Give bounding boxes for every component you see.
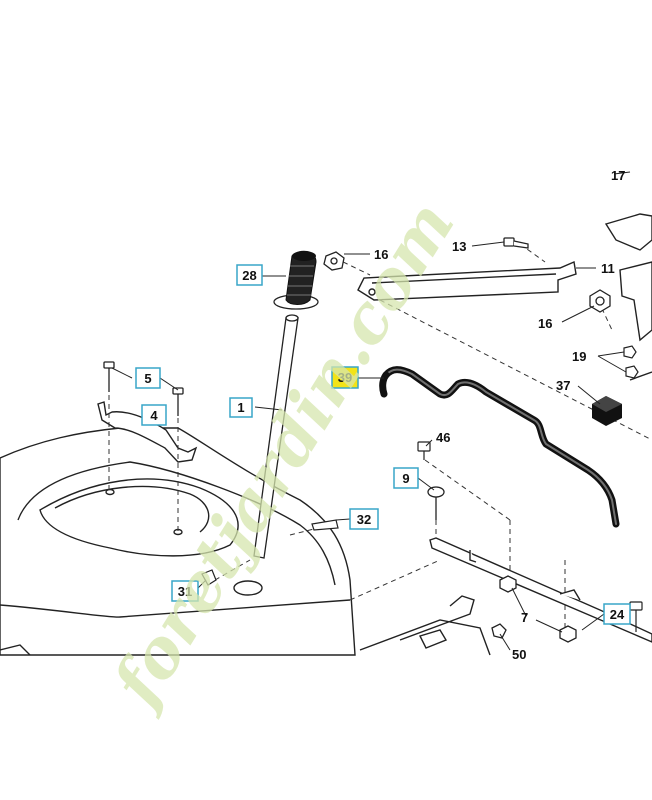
label-11: 11 xyxy=(601,261,615,276)
lower-frame xyxy=(359,595,491,656)
label-37: 37 xyxy=(556,378,570,393)
callout-9[interactable]: 9 xyxy=(393,467,419,489)
callout-39[interactable]: 39 xyxy=(331,366,359,389)
part-19-nuts xyxy=(623,345,639,379)
callout-32[interactable]: 32 xyxy=(349,508,379,530)
callout-31[interactable]: 31 xyxy=(171,580,199,602)
part-46-bolt xyxy=(417,441,431,460)
part-9-bolt xyxy=(427,486,445,520)
callout-24[interactable]: 24 xyxy=(603,603,631,625)
part-50-nut xyxy=(491,623,507,639)
label-16-top: 16 xyxy=(374,247,388,262)
callout-28[interactable]: 28 xyxy=(236,264,263,286)
callout-28-text: 28 xyxy=(242,268,256,283)
callout-4-text: 4 xyxy=(150,408,158,423)
callout-24-text: 24 xyxy=(610,607,625,622)
part-32-screw xyxy=(311,519,339,531)
leader-lines xyxy=(111,171,631,651)
label-16-right: 16 xyxy=(538,316,552,331)
label-7: 7 xyxy=(521,610,528,625)
part-31-clip xyxy=(201,569,217,586)
callout-31-text: 31 xyxy=(178,584,192,599)
label-50: 50 xyxy=(512,647,526,662)
part-13-bolt xyxy=(503,237,529,249)
part-4-handle xyxy=(97,401,198,463)
callout-32-text: 32 xyxy=(357,512,371,527)
part-17-bracket xyxy=(604,213,652,381)
label-13: 13 xyxy=(452,239,466,254)
label-46: 46 xyxy=(436,430,450,445)
callout-5-text: 5 xyxy=(144,371,151,386)
callout-4[interactable]: 4 xyxy=(141,404,167,426)
part-39-link-rod xyxy=(379,366,620,528)
part-24-shaft xyxy=(429,537,652,643)
part-28-grip xyxy=(273,250,319,310)
label-19: 19 xyxy=(572,349,586,364)
callout-39-text: 39 xyxy=(338,370,352,385)
part-24-bolt xyxy=(629,601,643,632)
part-1-rod xyxy=(253,314,299,559)
callout-1-text: 1 xyxy=(237,400,244,415)
part-5-bolts xyxy=(103,361,184,416)
label-17: 17 xyxy=(611,168,625,183)
callout-1[interactable]: 1 xyxy=(229,397,253,418)
callout-5[interactable]: 5 xyxy=(135,367,161,389)
part-16-nut-top xyxy=(323,251,345,271)
part-11-bracket xyxy=(357,261,577,301)
part-16-nut-right xyxy=(589,289,611,313)
callout-9-text: 9 xyxy=(402,471,409,486)
